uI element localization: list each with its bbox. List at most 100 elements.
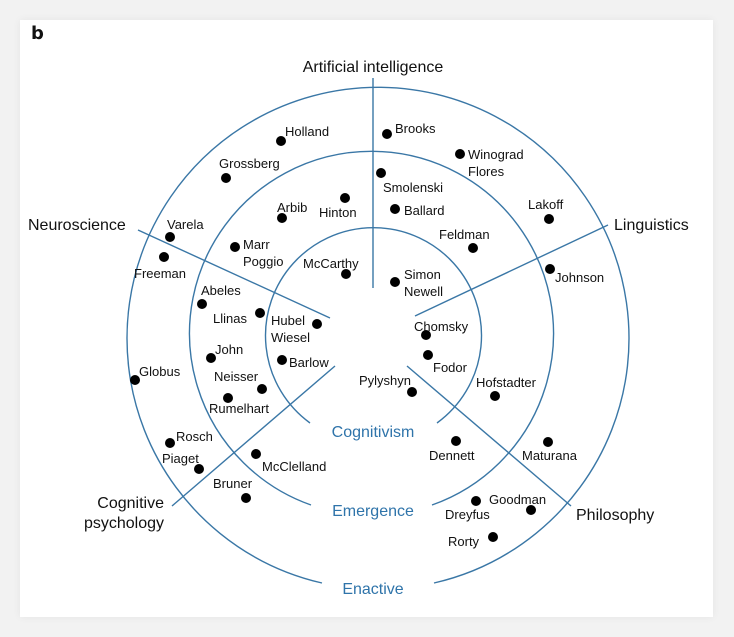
person-label-line: Rosch [176,429,213,444]
axis-label-cognitive-psychology: Cognitive psychology [84,495,164,532]
person-label: Arbib [277,200,307,215]
person-label: Bruner [213,476,253,491]
panel-letter: b [31,23,44,44]
person-label: Smolenski [383,180,443,195]
person-dot [241,493,251,503]
person-label: Dreyfus [445,507,490,522]
person-label-line: Maturana [522,448,578,463]
person-label: Neisser [214,369,259,384]
person-piaget: Piaget [162,451,204,474]
axis-line-cognitive-psychology [171,365,336,507]
person-label: Piaget [162,451,199,466]
person-label: Rosch [176,429,213,444]
person-label-line: Hinton [319,205,357,220]
person-barlow: Barlow [277,355,329,370]
person-label-line: Johnson [555,270,604,285]
person-label: Holland [285,124,329,139]
person-dot [545,264,555,274]
person-dot [468,243,478,253]
axis-label-neuroscience: Neuroscience [28,217,126,234]
axis-lines [137,78,609,507]
person-feldman: Feldman [439,227,490,253]
person-dot [544,214,554,224]
person-label-line: Varela [167,217,204,232]
person-varela: Varela [165,217,204,242]
person-smolenski: Smolenski [376,168,443,195]
person-label: McClelland [262,459,326,474]
person-dot [257,384,267,394]
person-label-line: Flores [468,164,505,179]
person-label-line: Wiesel [271,330,310,345]
person-label: Globus [139,364,181,379]
person-label: Freeman [134,266,186,281]
person-holland: Holland [276,124,329,146]
person-dot [194,464,204,474]
person-label-line: Lakoff [528,197,564,212]
person-label: Chomsky [414,319,469,334]
person-mcclelland: McClelland [251,449,326,474]
person-dot [276,136,286,146]
ring-label-enactive: Enactive [342,581,403,598]
person-label-line: McClelland [262,459,326,474]
person-label: Fodor [433,360,468,375]
person-dot [221,173,231,183]
person-label-line: John [215,342,243,357]
person-dot [421,330,431,340]
person-dreyfus: Dreyfus [445,496,490,522]
person-label: Goodman [489,492,546,507]
person-grossberg: Grossberg [219,156,280,183]
person-dot [407,387,417,397]
person-maturana: Maturana [522,437,578,463]
person-dot [165,232,175,242]
person-dot [277,355,287,365]
person-hofstadter: Hofstadter [476,375,537,401]
person-label-line: Smolenski [383,180,443,195]
person-label-line: Grossberg [219,156,280,171]
person-dot [423,350,433,360]
person-bruner: Bruner [213,476,253,503]
axis-label-line: Artificial intelligence [303,59,444,76]
person-john: John [206,342,243,363]
person-dot [488,532,498,542]
person-dot [251,449,261,459]
person-arbib: Arbib [277,200,307,223]
person-dot [165,438,175,448]
person-goodman: Goodman [489,492,546,515]
person-johnson: Johnson [545,264,604,285]
axis-label-line: Linguistics [614,217,689,234]
person-label-line: Simon [404,267,441,282]
person-rosch: Rosch [165,429,213,448]
person-dot [490,391,500,401]
person-label: Rumelhart [209,401,269,416]
person-label-line: Dreyfus [445,507,490,522]
ring-label-cognitivism: Cognitivism [332,424,415,441]
person-label: Barlow [289,355,329,370]
person-label-line: Rorty [448,534,480,549]
axis-label-linguistics: Linguistics [614,217,689,234]
axis-label-ai: Artificial intelligence [303,59,444,76]
person-label: Ballard [404,203,444,218]
ring-label-emergence: Emergence [332,503,414,520]
person-dot [376,168,386,178]
person-dot [382,129,392,139]
person-dot [223,393,233,403]
person-dot [543,437,553,447]
axis-label-line: Neuroscience [28,217,126,234]
person-label: Dennett [429,448,475,463]
person-dot [340,193,350,203]
person-brooks: Brooks [382,121,436,139]
axis-label-line: psychology [84,515,164,532]
person-globus: Globus [130,364,181,385]
person-dennett: Dennett [429,436,475,463]
person-label-line: Hubel [271,313,305,328]
person-label-line: Newell [404,284,443,299]
person-dot [206,353,216,363]
axis-label-line: Cognitive [97,495,164,512]
person-label: Feldman [439,227,490,242]
person-label-line: Freeman [134,266,186,281]
